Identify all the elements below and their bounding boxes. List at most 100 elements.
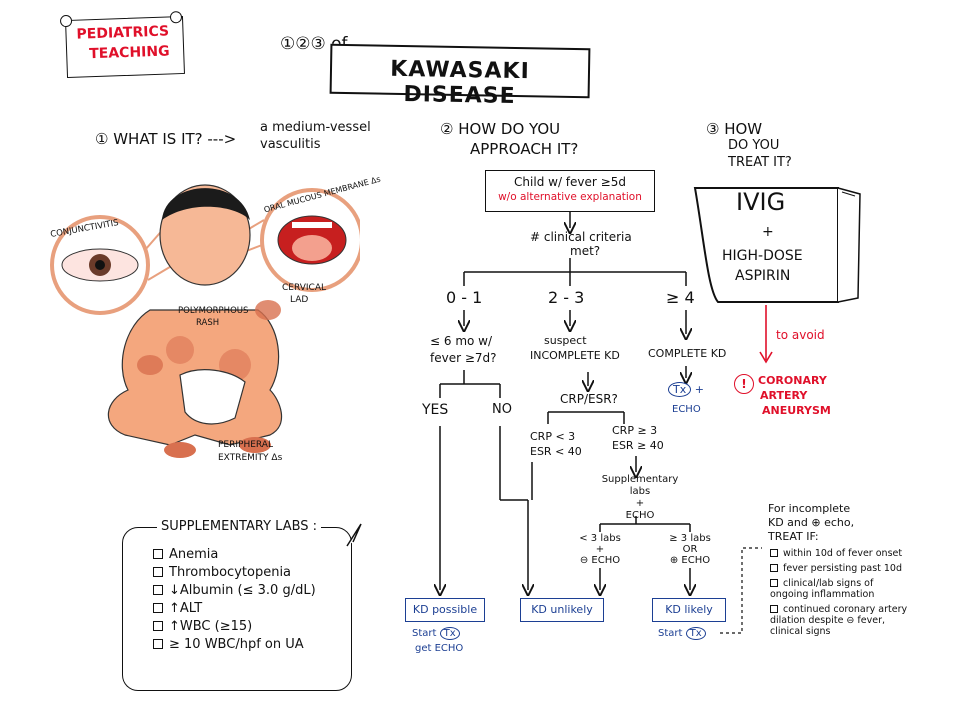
start-box: Child w/ fever ≥5d w/o alternative expla… [485,170,655,212]
lab-item: Anemia [153,547,316,562]
section1-heading: ① WHAT IS IT? ---> [95,130,237,148]
treatment-banner [693,187,861,303]
extremity-label-1: PERIPHERAL [218,440,273,450]
conjunctivitis-eye-icon [50,215,150,315]
checkbox-icon [153,567,163,577]
section2-heading-1: ② HOW DO YOU [440,120,561,138]
suspect-line2: INCOMPLETE KD [530,349,620,362]
section3-heading-2: DO YOU [728,138,780,153]
criteria-item-label: continued coronary artery dilation despi… [770,604,908,637]
start-label: Start [658,628,683,639]
treatment-plus: + [762,224,774,240]
criteria-item-label: fever persisting past 10d [783,563,903,574]
aspirin-line2: ASPIRIN [735,268,791,284]
warning-icon: ! [734,374,754,394]
outcome-line3: ANEURYSM [762,404,831,417]
lab-item-label: ↑ALT [169,601,203,616]
no-label: NO [492,402,512,417]
criteria-item-label: within 10d of fever onset [783,548,903,559]
definition-line2: vasculitis [260,137,321,152]
supplementary-labs-box: SUPPLEMENTARY LABS : Anemia Thrombocytop… [122,519,352,691]
get-echo: get ECHO [415,643,464,654]
branch-4plus: ≥ 4 [666,288,695,307]
criteria-item: clinical/lab signs of ongoing inflammati… [770,578,910,600]
checkbox-icon [153,639,163,649]
lt3-2: + [595,544,605,555]
checkbox-icon [770,564,778,572]
start-tx-echo: Start Tx [412,627,460,640]
suspect-line1: suspect [544,334,587,347]
ivig-label: IVIG [736,188,786,216]
lab-item-label: ↑WBC (≥15) [169,619,253,634]
section3-heading-1: ③ HOW [706,120,763,138]
crp-low-1: CRP < 3 [530,430,576,443]
cervical-label-2: LAD [290,295,309,305]
intro-line2: KD and ⊕ echo, [768,516,855,529]
section2-heading-2: APPROACH IT? [470,140,579,158]
lab-item-label: Anemia [169,547,219,562]
kd-possible-box: KD possible [405,598,485,622]
section3-heading-3: TREAT IT? [728,155,792,170]
kd-likely-box: KD likely [652,598,726,622]
age-question-2: fever ≥7d? [430,351,497,365]
criteria-item-label: clinical/lab signs of ongoing inflammati… [770,578,875,600]
lt3-labs-node: < 3 labs + ⊖ ECHO [572,533,628,566]
checkbox-icon [153,585,163,595]
cervical-label-1: CERVICAL [282,283,326,293]
checkbox-icon [153,549,163,559]
tx-circle-icon: Tx [439,627,460,640]
lab-item: Thrombocytopenia [153,565,316,580]
extremity-label-2: EXTREMITY Δs [218,453,283,463]
ge3-labs-node: ≥ 3 labs OR ⊕ ECHO [662,533,718,566]
criteria-item: fever persisting past 10d [770,563,910,574]
crp-esr-question: CRP/ESR? [560,392,618,406]
tx-echo: Tx + [668,382,704,397]
ge3-1: ≥ 3 labs [669,533,711,544]
branch-0-1: 0 - 1 [446,288,483,307]
checkbox-icon [153,603,163,613]
checkbox-icon [153,621,163,631]
tx-circle-icon: Tx [685,627,706,640]
lab-item-label: ≥ 10 WBC/hpf on UA [169,637,304,652]
lab-item-label: Thrombocytopenia [169,565,292,580]
criteria-item: continued coronary artery dilation despi… [770,604,910,637]
rash-label-2: RASH [196,318,220,328]
definition-line1: a medium-vessel [260,120,371,135]
to-avoid-label: to avoid [776,328,825,342]
yes-label: YES [422,402,449,418]
start-line2: w/o alternative explanation [498,191,642,203]
crp-high-2: ESR ≥ 40 [612,439,664,452]
crp-high-1: CRP ≥ 3 [612,424,658,437]
criteria-line2: met? [570,244,601,258]
criteria-item: within 10d of fever onset [770,548,910,559]
lab-item-label: ↓Albumin (≤ 3.0 g/dL) [169,583,316,598]
outcome-line1: CORONARY [758,374,827,387]
lt3-1: < 3 labs [579,533,621,544]
checkbox-icon [770,549,778,557]
checkbox-icon [770,605,778,613]
speech-tail-icon [346,523,362,547]
rash-label-1: POLYMORPHOUS [178,306,249,316]
aspirin-line1: HIGH-DOSE [722,248,803,264]
child-illustration [50,184,360,458]
lab-item: ↓Albumin (≤ 3.0 g/dL) [153,583,316,598]
age-question-1: ≤ 6 mo w/ [430,334,493,348]
tx-plus: + [694,383,704,396]
crp-low-2: ESR < 40 [530,445,582,458]
incomplete-tx-intro: For incomplete KD and ⊕ echo, TREAT IF: [768,502,854,544]
supp-labs-node: Supplementary labs + ECHO [592,474,688,522]
oral-mucosa-icon [260,188,360,292]
tx-circle-icon: Tx [668,382,692,397]
branch-2-3: 2 - 3 [548,288,585,307]
checkbox-icon [770,579,778,587]
supp-node-2: + [635,498,645,509]
lab-item: ↑ALT [153,601,316,616]
start-line1: Child w/ fever ≥5d [514,175,626,189]
start-label: Start [412,628,437,639]
incomplete-tx-list: within 10d of fever onset fever persisti… [770,548,910,641]
outcome-line2: ARTERY [760,389,808,402]
lt3-3: ⊖ ECHO [579,555,621,566]
kd-unlikely-box: KD unlikely [520,598,604,622]
criteria-line1: # clinical criteria [530,230,632,244]
